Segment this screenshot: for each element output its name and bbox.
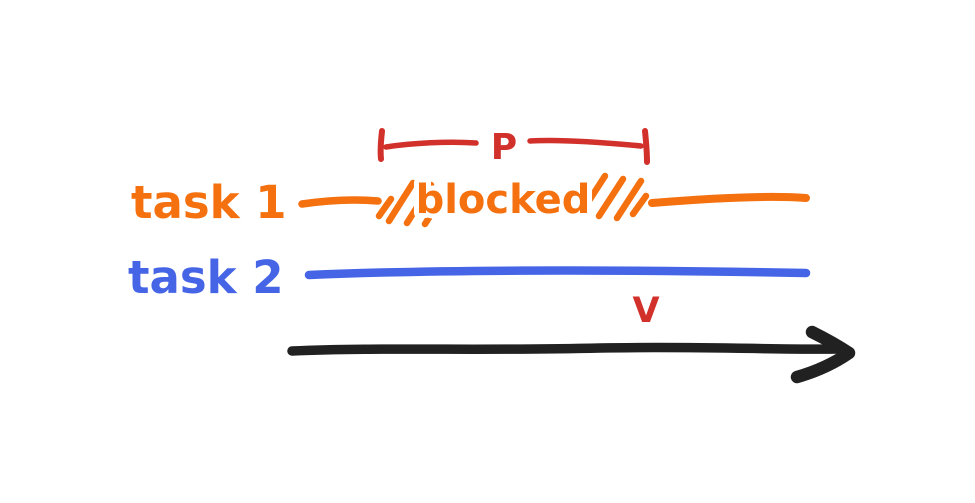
task2-line: [304, 266, 811, 280]
blocked-label: blocked: [416, 177, 591, 223]
bracket-right-segment: [527, 137, 644, 149]
task1-line-after-block: [648, 192, 810, 207]
arrowhead-icon: [790, 325, 856, 384]
hatch-stroke: [375, 195, 395, 220]
hatch-stroke: [629, 192, 650, 218]
hatch-stroke: [421, 182, 453, 228]
arrow-shaft: [287, 342, 843, 356]
time-axis-arrow: [287, 325, 856, 384]
p-marker-label: P: [491, 127, 517, 168]
bracket-left-tick: [377, 128, 385, 162]
hatch-stroke: [613, 177, 645, 222]
task2-row: task 2: [123, 246, 811, 309]
hatch-stroke: [577, 172, 609, 217]
task1-line-before-block: [298, 196, 382, 208]
v-marker-label: V: [632, 291, 659, 331]
blocked-hatch-right: [577, 172, 650, 222]
p-interval-bracket: P: [377, 123, 650, 173]
bracket-left-segment: [383, 139, 479, 150]
hatch-stroke: [595, 175, 627, 220]
bracket-right-tick: [642, 128, 650, 165]
blocked-hatch-left: [375, 179, 453, 228]
task1-row: blocked task 1: [126, 171, 810, 234]
task2-label: task 2: [128, 251, 284, 304]
task1-label: task 1: [131, 176, 287, 229]
hatch-stroke: [385, 179, 417, 225]
hatch-stroke: [403, 181, 435, 227]
